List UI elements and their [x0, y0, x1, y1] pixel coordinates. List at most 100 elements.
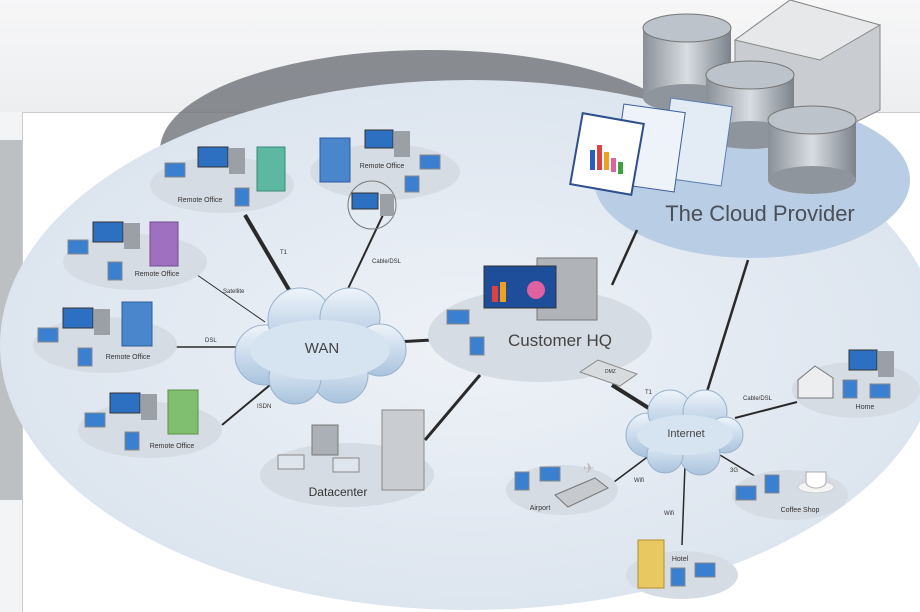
internet-cloud: Internet	[625, 389, 744, 476]
remote-office-label: Remote Office	[150, 443, 195, 450]
label-dsl: DSL	[205, 338, 217, 344]
tower-icon	[141, 394, 157, 420]
link-hotel	[681, 464, 686, 546]
highlight-circle	[347, 180, 397, 230]
home-label: Home	[856, 404, 875, 411]
tower-icon	[94, 309, 110, 335]
phone-icon	[670, 567, 686, 587]
laptop-icon	[419, 154, 441, 170]
hotel-building-icon	[637, 539, 665, 589]
phone-icon	[514, 471, 530, 491]
label-t1: T1	[280, 250, 288, 256]
link-labels: T1 Cable/DSL Satellite DSL ISDN T1 Cable…	[205, 250, 773, 517]
coffee-shop-label: Coffee Shop	[781, 507, 820, 514]
keyboard-icon	[554, 477, 609, 508]
remote-office-4: Remote Office	[33, 301, 177, 373]
phone-icon	[764, 474, 780, 494]
cloud-provider-label: The Cloud Provider	[665, 201, 855, 226]
coffee-shop-site: Coffee Shop	[732, 470, 848, 520]
laptop-icon	[164, 162, 186, 178]
server-icon	[311, 424, 339, 456]
building-icon	[319, 137, 351, 183]
laptop-icon	[735, 485, 757, 501]
wan-cloud: WAN	[234, 287, 407, 405]
tower-icon	[229, 148, 245, 174]
airplane-icon: ✈	[583, 460, 595, 476]
phone-icon	[404, 175, 420, 193]
link-satellite	[189, 269, 266, 323]
phone-icon	[124, 431, 140, 451]
remote-office-label: Remote Office	[106, 354, 151, 361]
airport-label: Airport	[530, 505, 551, 512]
dmz-label: DMZ	[605, 369, 616, 375]
phone-icon	[77, 347, 93, 367]
laptop-icon	[869, 383, 891, 399]
building-icon	[121, 301, 153, 347]
house-icon	[797, 365, 834, 399]
wan-label: WAN	[305, 340, 339, 357]
chart-window-icon	[569, 97, 733, 196]
tower-icon	[394, 131, 410, 157]
dmz-device: DMZ	[578, 359, 639, 387]
server-rack-icon	[381, 409, 425, 491]
remote-office-label: Remote Office	[360, 163, 405, 170]
link-hq-datacenter	[423, 374, 482, 441]
switch-icon	[277, 454, 305, 470]
switch-icon	[332, 457, 360, 473]
remote-office-label: Remote Office	[178, 197, 223, 204]
desktop-icon	[109, 392, 141, 414]
laptop-icon	[539, 466, 561, 482]
label-wifi-hotel: Wifi	[664, 511, 674, 517]
remote-office-1: Remote Office	[150, 146, 294, 213]
home-site: Home	[792, 349, 920, 418]
airport-site: ✈ Airport	[506, 460, 618, 515]
datacenter: Datacenter	[260, 409, 434, 507]
desktop-icon	[62, 307, 94, 329]
remote-office-label: Remote Office	[135, 271, 180, 278]
desktop-icon	[351, 192, 379, 210]
link-airport	[609, 454, 651, 486]
tower-icon	[878, 351, 894, 377]
customer-hq-label: Customer HQ	[508, 331, 612, 350]
label-t1-dmz: T1	[645, 390, 653, 396]
laptop-icon	[37, 327, 59, 343]
desktop-icon	[364, 129, 394, 149]
label-3g: 3G	[730, 468, 738, 474]
hotel-site: Hotel	[626, 539, 738, 599]
customer-hq: Customer HQ DMZ	[428, 257, 652, 387]
building-icon	[256, 146, 286, 192]
link-dmz-internet	[610, 383, 657, 414]
desktop-icon	[197, 146, 229, 168]
remote-office-2: Remote Office	[310, 129, 460, 230]
cloud-provider: The Cloud Provider	[569, 0, 910, 258]
internet-label: Internet	[667, 428, 704, 440]
link-coffee	[719, 454, 759, 479]
database-icon	[642, 13, 857, 194]
desktop-icon	[92, 221, 124, 243]
desktop-icon	[848, 349, 878, 371]
label-isdn: ISDN	[257, 404, 271, 410]
tower-icon	[380, 194, 394, 216]
laptop-icon	[446, 309, 470, 325]
label-cable-dsl-home: Cable/DSL	[743, 396, 773, 402]
building-icon	[167, 389, 199, 435]
phone-icon	[469, 336, 485, 356]
datacenter-label: Datacenter	[309, 485, 368, 499]
link-home	[734, 401, 798, 419]
link-internet-cloud	[703, 259, 750, 399]
hotel-label: Hotel	[672, 556, 689, 563]
link-t1-remote	[243, 213, 297, 302]
laptop-icon	[67, 239, 89, 255]
building-icon	[149, 221, 179, 267]
label-wifi-airport: Wifi	[634, 478, 644, 484]
link-hq-cloud	[610, 229, 639, 286]
label-cable-dsl: Cable/DSL	[372, 259, 402, 265]
phone-icon	[842, 379, 858, 399]
tower-icon	[124, 223, 140, 249]
laptop-icon	[84, 412, 106, 428]
remote-office-3: Remote Office	[63, 221, 207, 290]
label-satellite: Satellite	[223, 289, 245, 295]
remote-office-5: Remote Office	[78, 389, 222, 458]
links	[175, 213, 798, 546]
